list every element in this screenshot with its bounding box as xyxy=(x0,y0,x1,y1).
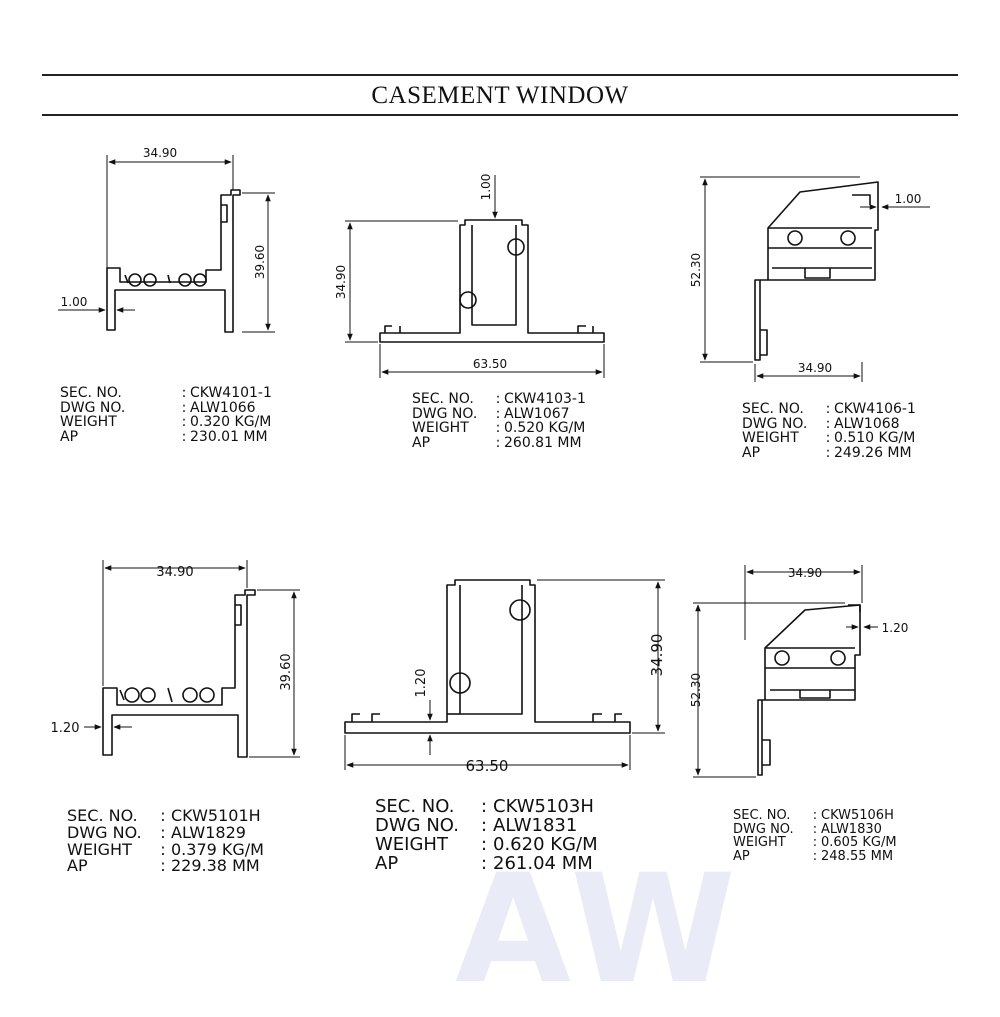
ap-value: 261.04 MM xyxy=(493,852,593,874)
label-weight: WEIGHT xyxy=(742,430,799,447)
label-ap: AP xyxy=(375,852,399,874)
label-weight: WEIGHT xyxy=(412,420,469,437)
ap-value: 230.01 MM xyxy=(190,429,268,446)
dim-height-label: 52.30 xyxy=(689,673,703,707)
ap-value: 260.81 MM xyxy=(504,435,582,452)
dim-lines-6 xyxy=(693,565,878,778)
dim-lines-5 xyxy=(344,579,665,770)
sec-no-value: CKW5106H xyxy=(821,808,894,823)
spec-block-ckw4101-1: SEC. NO.:CKW4101-1 DWG NO.:ALW1066 WEIGH… xyxy=(60,385,272,446)
dim-lines-1 xyxy=(58,155,275,333)
ap-value: 248.55 MM xyxy=(821,848,894,864)
label-sec-no: SEC. NO. xyxy=(733,808,791,823)
dim-height-label: 52.30 xyxy=(689,253,703,287)
spec-block-ckw4106-1: SEC. NO.:CKW4106-1 DWG NO.:ALW1068 WEIGH… xyxy=(742,401,916,462)
label-sec-no: SEC. NO. xyxy=(60,385,122,401)
spec-block-ckw5106h: SEC. NO.:CKW5106H DWG NO.:ALW1830 WEIGHT… xyxy=(733,808,897,864)
sec-no-value: CKW5101H xyxy=(171,806,261,825)
dim-thickness-label: 1.20 xyxy=(882,621,909,635)
watermark-logo: AW xyxy=(455,843,742,1017)
label-weight: WEIGHT xyxy=(733,835,786,851)
dim-width-label: 34.90 xyxy=(143,146,177,160)
label-dwg-no: DWG NO. xyxy=(375,814,459,836)
label-ap: AP xyxy=(67,856,88,876)
top-rule xyxy=(42,74,958,76)
profile-ckw5101h xyxy=(102,589,256,758)
label-dwg-no: DWG NO. xyxy=(67,822,142,842)
dim-thickness-label: 1.00 xyxy=(895,192,922,206)
title-underline xyxy=(42,114,958,116)
weight-value: 0.620 KG/M xyxy=(493,833,598,855)
weight-value: 0.379 KG/M xyxy=(171,839,264,859)
dim-height-label: 34.90 xyxy=(648,634,666,677)
ap-value: 249.26 MM xyxy=(834,445,912,462)
dim-thickness-label: 1.00 xyxy=(479,174,493,201)
weight-value: 0.605 KG/M xyxy=(821,835,897,851)
label-dwg-no: DWG NO. xyxy=(60,399,126,416)
sec-no-value: CKW4106-1 xyxy=(834,401,916,417)
dwg-no-value: ALW1830 xyxy=(821,821,882,837)
profile-ckw4106-1 xyxy=(754,181,879,361)
sec-no-value: CKW4103-1 xyxy=(504,391,586,407)
dim-thickness-label: 1.20 xyxy=(51,721,80,736)
dim-width-label: 63.50 xyxy=(473,357,507,371)
dim-height-label: 34.90 xyxy=(334,265,348,299)
weight-value: 0.320 KG/M xyxy=(190,414,272,431)
profile-ckw5103h xyxy=(344,579,631,734)
dim-height-label: 39.60 xyxy=(253,245,267,279)
dim-width-label: 34.90 xyxy=(788,566,822,580)
label-weight: WEIGHT xyxy=(375,833,448,855)
dim-width-label: 63.50 xyxy=(466,757,509,775)
dim-lines-4 xyxy=(84,560,300,758)
dwg-no-value: ALW1831 xyxy=(493,814,578,836)
dim-width-label: 34.90 xyxy=(798,361,832,375)
sec-no-value: CKW5103H xyxy=(493,796,594,817)
profile-ckw4101-1 xyxy=(106,189,241,333)
label-dwg-no: DWG NO. xyxy=(733,821,794,837)
dwg-no-value: ALW1066 xyxy=(190,399,256,416)
dwg-no-value: ALW1068 xyxy=(834,415,900,432)
label-sec-no: SEC. NO. xyxy=(67,806,138,825)
sec-no-value: CKW4101-1 xyxy=(190,385,272,401)
label-ap: AP xyxy=(60,429,79,446)
spec-block-ckw5103h: SEC. NO.:CKW5103H DWG NO.:ALW1831 WEIGHT… xyxy=(375,796,598,874)
label-dwg-no: DWG NO. xyxy=(742,415,808,432)
label-ap: AP xyxy=(733,848,750,864)
dim-thickness-label: 1.00 xyxy=(61,295,88,309)
dim-lines-3 xyxy=(700,176,930,382)
profile-ckw5106h xyxy=(757,604,861,776)
label-weight: WEIGHT xyxy=(60,414,117,431)
ap-value: 229.38 MM xyxy=(171,856,260,876)
label-ap: AP xyxy=(742,445,761,462)
label-sec-no: SEC. NO. xyxy=(412,391,474,407)
spec-block-ckw5101h: SEC. NO.:CKW5101H DWG NO.:ALW1829 WEIGHT… xyxy=(67,806,264,876)
label-sec-no: SEC. NO. xyxy=(375,796,455,817)
label-dwg-no: DWG NO. xyxy=(412,405,478,422)
dim-lines-2 xyxy=(345,175,605,378)
dwg-no-value: ALW1829 xyxy=(171,822,246,842)
dim-width-label: 34.90 xyxy=(156,565,193,580)
dim-height-label: 39.60 xyxy=(279,653,294,690)
spec-block-ckw4103-1: SEC. NO.:CKW4103-1 DWG NO.:ALW1067 WEIGH… xyxy=(412,391,586,452)
profile-ckw4103-1 xyxy=(379,219,605,343)
dwg-no-value: ALW1067 xyxy=(504,405,570,422)
label-ap: AP xyxy=(412,435,431,452)
label-sec-no: SEC. NO. xyxy=(742,401,804,417)
weight-value: 0.510 KG/M xyxy=(834,430,916,447)
label-weight: WEIGHT xyxy=(67,839,132,859)
dim-thickness-label: 1.20 xyxy=(414,669,429,698)
weight-value: 0.520 KG/M xyxy=(504,420,586,437)
page-title: CASEMENT WINDOW xyxy=(371,82,629,109)
